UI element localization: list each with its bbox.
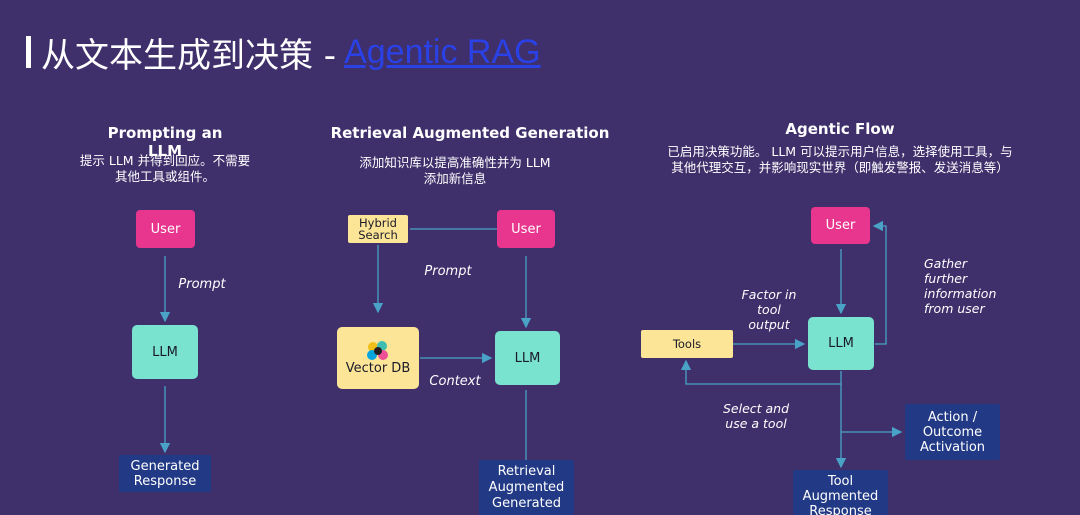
rag-title: Retrieval Augmented Generation [330,124,610,142]
title-text: 从文本生成到决策 - [41,35,337,76]
llm-box-rag: LLM [495,331,560,385]
hybrid-search-box: Hybrid Search [348,215,408,243]
agentic-title: Agentic Flow [785,120,895,138]
action-outcome-box: Action / Outcome Activation [905,404,1000,460]
arrow-llm-to-user-gather [872,220,887,345]
prompt-label-rag: Prompt [424,264,472,279]
agentic-desc-line2: 其他代理交互，并影响现实世界（即触发警报、发送消息等） [671,160,1009,175]
prompting-desc: 提示 LLM 并得到回应。不需要 其他工具或组件。 [60,153,270,185]
elastic-logo-icon [367,341,388,360]
page-title: 从文本生成到决策 - Agentic RAG [26,30,541,76]
rag-desc: 添加知识库以提高准确性并为 LLM 添加新信息 [330,155,580,187]
agentic-desc: 已启用决策功能。 LLM 可以提示用户信息，选择使用工具，与 其他代理交互，并影… [640,144,1040,176]
rag-desc-line2: 添加新信息 [423,171,487,186]
select-tool-label: Select and use a tool [722,401,790,431]
factor-label: Factor in tool output [741,287,797,332]
llm-box-prompting: LLM [132,325,198,379]
prompting-title: Prompting an LLM [107,124,223,160]
agentic-desc-line1: 已启用决策功能。 LLM 可以提示用户信息，选择使用工具，与 [667,144,1013,159]
prompting-desc-line1: 提示 LLM 并得到回应。不需要 [79,153,251,168]
retrieval-output-box: Retrieval Augmented Generated [479,460,574,515]
title-accent-bar [26,36,31,68]
user-box-prompting: User [136,210,195,248]
arrow-llm-to-tools [680,359,842,385]
gather-label: Gather further information from user [924,256,997,316]
prompt-label-prompting: Prompt [178,277,226,292]
tools-box: Tools [641,330,733,358]
context-label: Context [429,374,481,389]
user-box-rag: User [497,210,555,248]
vector-db-box: Vector DB [337,327,419,389]
generated-response-box: Generated Response [119,455,211,492]
vector-db-label: Vector DB [345,361,411,376]
tool-augmented-response-box: Tool Augmented Response [793,470,888,515]
agentic-rag-link[interactable]: Agentic RAG [344,32,541,71]
llm-box-agentic: LLM [808,317,874,370]
user-box-agentic: User [811,207,870,244]
rag-desc-line1: 添加知识库以提高准确性并为 LLM [359,155,551,170]
prompting-desc-line2: 其他工具或组件。 [114,169,215,184]
